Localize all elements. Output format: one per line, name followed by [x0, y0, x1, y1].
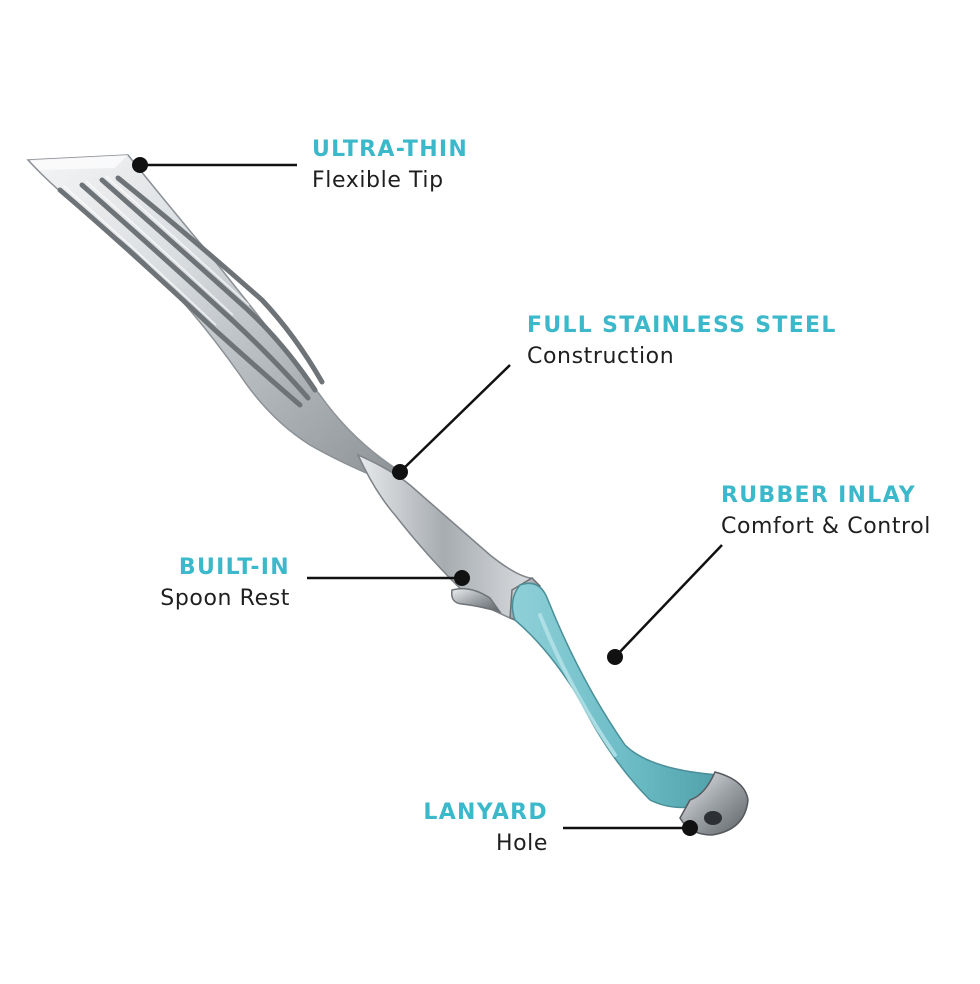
callout-inlay-subtitle: Comfort & Control [721, 514, 931, 540]
lanyard-hole [704, 811, 722, 825]
leader-dot-rest [454, 570, 470, 586]
callout-tip-title: ULTRA-THIN [312, 137, 469, 162]
blade-slot [57, 187, 303, 408]
callout-lanyard-subtitle: Hole [495, 831, 548, 857]
callout-rest-subtitle: Spoon Rest [160, 586, 290, 612]
leader-dot-inlay [607, 649, 623, 665]
callout-rest: BUILT-IN Spoon Rest [160, 555, 290, 612]
leader-line-inlay [614, 544, 723, 658]
callout-rest-title: BUILT-IN [178, 555, 290, 580]
callout-lanyard: LANYARD Hole [423, 800, 548, 857]
leader-line-steel [399, 364, 511, 473]
blade-slot [115, 175, 325, 385]
handle-end-cap [679, 771, 749, 836]
leader-dot-steel [392, 464, 408, 480]
callout-inlay: RUBBER INLAY Comfort & Control [721, 483, 931, 540]
callout-lanyard-title: LANYARD [423, 800, 548, 825]
leader-dot-tip [132, 157, 148, 173]
rubber-grip [511, 582, 729, 809]
blade-slot [79, 182, 311, 401]
spatula-neck [356, 453, 531, 621]
callout-steel-title: FULL STAINLESS STEEL [527, 313, 837, 338]
callout-inlay-title: RUBBER INLAY [721, 483, 917, 508]
callout-steel-subtitle: Construction [527, 344, 675, 370]
grip-highlight [538, 613, 617, 757]
callout-tip: ULTRA-THIN Flexible Tip [312, 137, 468, 194]
spoon-rest-hook [450, 587, 502, 614]
callout-steel: FULL STAINLESS STEEL Construction [527, 313, 837, 370]
leader-dot-lanyard [682, 820, 698, 836]
blade-slot [99, 177, 318, 393]
callout-tip-subtitle: Flexible Tip [312, 168, 444, 194]
blade-tip-highlight [30, 155, 128, 170]
blade-slots [57, 175, 325, 408]
